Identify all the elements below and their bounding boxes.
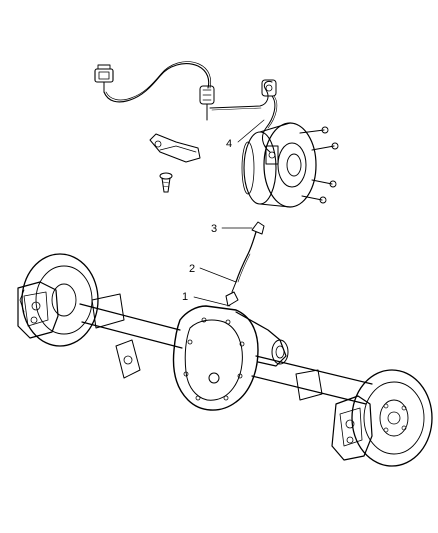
hub-bearing-assembly [241,122,339,208]
harness-clip [261,79,277,97]
callout-label: 1 [182,291,188,303]
sensor-bracket [149,133,201,163]
harness-connector [94,64,114,93]
callout-3: 3 [211,223,253,235]
axle-vent [225,281,239,307]
vent-clip [251,221,265,235]
callout-label: 3 [211,223,217,235]
vent-hose [235,231,257,283]
differential-housing [172,305,289,411]
rear-axle-assembly [17,221,433,467]
right-brake-rotor [351,369,433,467]
left-brake-caliper [17,281,59,339]
callout-1: 1 [182,291,231,307]
callout-label: 4 [226,138,232,150]
wheel-speed-sensor-harness [94,61,278,153]
callout-4: 4 [226,119,265,150]
callout-2: 2 [189,263,237,283]
bracket-bolt [159,172,173,193]
right-brake-caliper [331,395,373,461]
left-brake-rotor [19,253,99,347]
callout-label: 2 [189,263,195,275]
harness-grommet [199,85,215,121]
